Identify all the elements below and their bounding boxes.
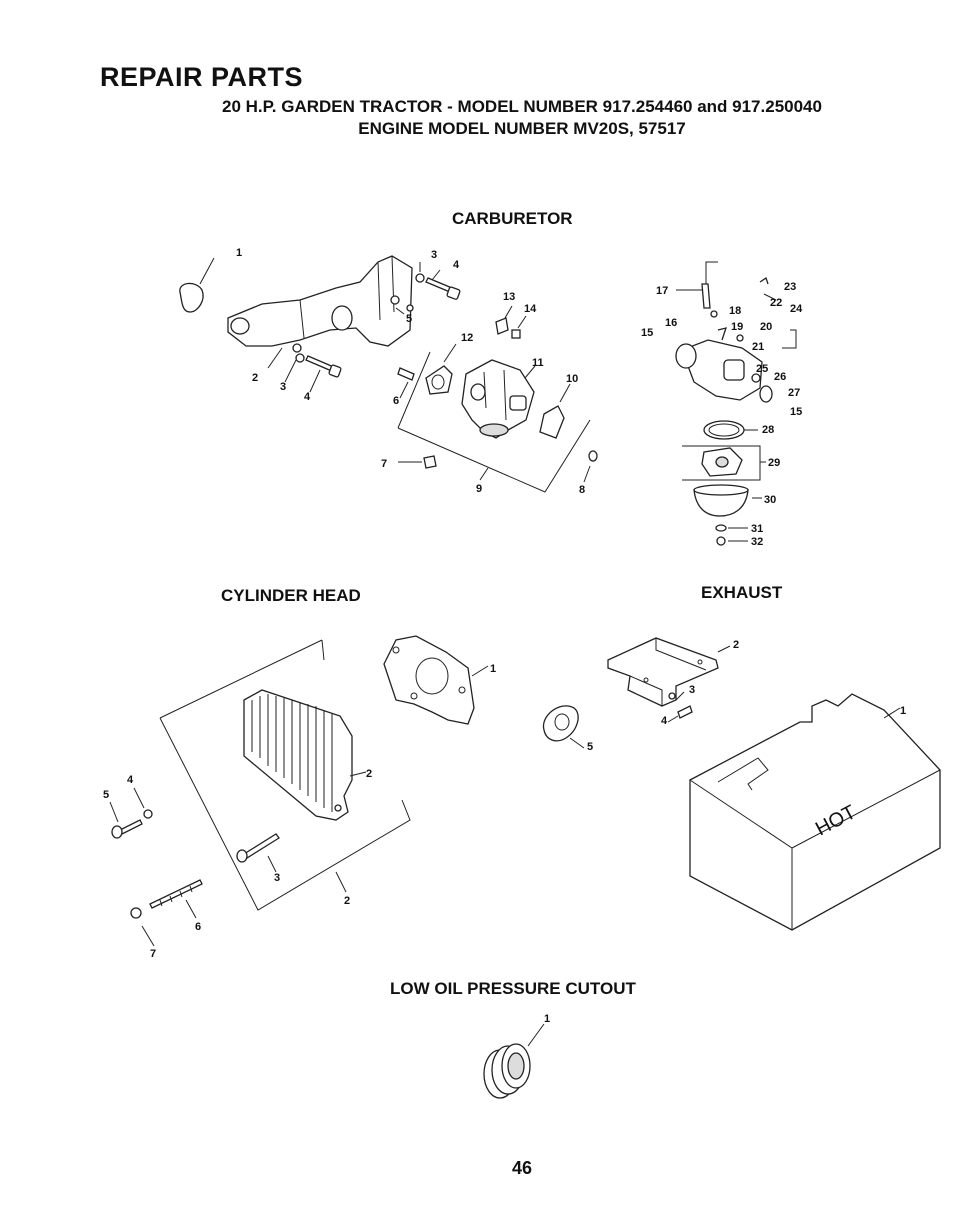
- page-number: 46: [511, 1158, 533, 1178]
- callout-label: 3: [280, 381, 286, 393]
- callout-label: 21: [752, 341, 764, 353]
- callout-label: 4: [127, 774, 134, 786]
- callout-label: 7: [150, 948, 156, 960]
- page-title: REPAIR PARTS: [100, 62, 304, 92]
- callout-label: 3: [274, 872, 280, 884]
- section-title-low-oil: LOW OIL PRESSURE CUTOUT: [390, 979, 636, 998]
- callout-label: 4: [304, 391, 311, 403]
- head-gasket-part: [383, 635, 475, 725]
- section-title-carburetor: CARBURETOR: [452, 209, 573, 228]
- callout-label: 32: [751, 536, 763, 548]
- section-title-cylinder-head: CYLINDER HEAD: [221, 586, 361, 605]
- carburetor-assembly-part: [681, 339, 763, 401]
- callout-label: 2: [733, 639, 739, 651]
- callout-label: 30: [764, 494, 776, 506]
- callout-label: 31: [751, 523, 763, 535]
- callout-label: 1: [900, 705, 906, 717]
- callout-label: 2: [366, 768, 372, 780]
- callout-label: 5: [587, 741, 593, 753]
- callout-label: 8: [579, 484, 585, 496]
- callout-label: 6: [393, 395, 399, 407]
- callout-label: 22: [770, 297, 782, 309]
- callout-label: 16: [665, 317, 677, 329]
- callout-label: 25: [756, 363, 768, 375]
- callout-label: 15: [790, 406, 802, 418]
- callout-label: 10: [566, 373, 578, 385]
- callout-label: 5: [406, 313, 412, 325]
- exhaust-bracket-part: [607, 637, 719, 707]
- callout-label: 11: [532, 357, 544, 369]
- callout-label: 12: [461, 332, 473, 344]
- intake-manifold-part: [227, 255, 413, 347]
- low-oil-drawing: 1: [483, 1013, 550, 1099]
- exhaust-drawing: HOT 2 3 4 5 1: [542, 637, 941, 931]
- callout-label: 27: [788, 387, 800, 399]
- callout-label: 6: [195, 921, 201, 933]
- callout-label: 3: [689, 684, 695, 696]
- callout-label: 14: [524, 303, 537, 315]
- cylinder-head-part: [243, 689, 353, 821]
- callout-label: 24: [790, 303, 803, 315]
- model-subtitle: 20 H.P. GARDEN TRACTOR - MODEL NUMBER 91…: [222, 97, 822, 116]
- callout-label: 5: [103, 789, 109, 801]
- callout-label: 3: [431, 249, 437, 261]
- callout-label: 29: [768, 457, 780, 469]
- callout-label: 1: [544, 1013, 550, 1025]
- callout-label: 1: [490, 663, 496, 675]
- callout-label: 7: [381, 458, 387, 470]
- gasket-part: [179, 282, 204, 313]
- callout-label: 15: [641, 327, 653, 339]
- section-title-exhaust: EXHAUST: [701, 583, 783, 602]
- callout-label: 2: [344, 895, 350, 907]
- callout-label: 17: [656, 285, 668, 297]
- callout-label: 13: [503, 291, 515, 303]
- callout-label: 4: [661, 715, 668, 727]
- callout-label: 19: [731, 321, 743, 333]
- callout-label: 23: [784, 281, 796, 293]
- callout-label: 26: [774, 371, 786, 383]
- cylinder-head-drawing: 1 2 4 5 3 2 6 7: [103, 635, 496, 960]
- callout-label: 4: [453, 259, 460, 271]
- engine-subtitle: ENGINE MODEL NUMBER MV20S, 57517: [358, 119, 686, 138]
- callout-label: 1: [236, 247, 242, 259]
- callout-label: 28: [762, 424, 774, 436]
- muffler-part: [689, 693, 941, 931]
- callout-label: 2: [252, 372, 258, 384]
- callout-label: 9: [476, 483, 482, 495]
- carburetor-right-drawing: 17 23 22 24 18 16 19 20 15 21 25 26 27 1…: [641, 261, 803, 548]
- callout-label: 18: [729, 305, 741, 317]
- carburetor-left-drawing: 1 3 4 5 2 3 4 13 14 12 11 10 6 7 9 8: [179, 247, 598, 496]
- callout-label: 20: [760, 321, 772, 333]
